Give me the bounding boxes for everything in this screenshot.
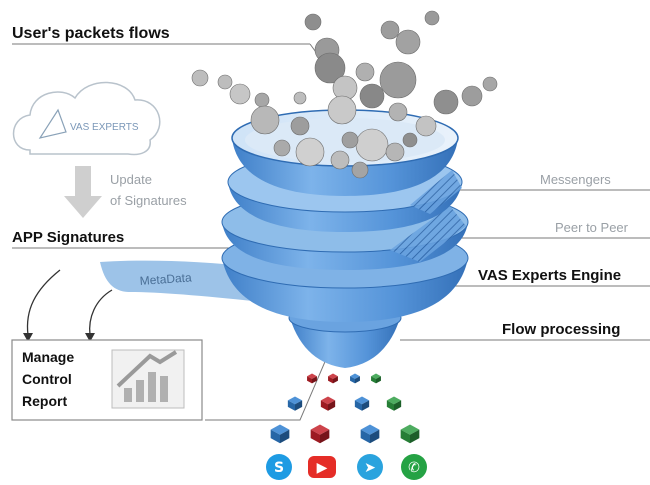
cloud-shape <box>12 81 161 156</box>
feedback-arrow-right <box>89 289 113 336</box>
flows-label: User's packets flows <box>12 25 170 42</box>
update-label-line1: Update <box>110 172 152 187</box>
telegram-icon: ➤ <box>357 454 383 480</box>
control-label: Control <box>22 371 72 387</box>
traffic-cube <box>400 424 420 444</box>
metadata-label: MetaData <box>139 270 192 288</box>
funnel <box>221 109 469 368</box>
traffic-cube <box>328 373 338 384</box>
app-icons-row: S ▶ ➤ ✆ <box>266 454 427 480</box>
traffic-cube <box>386 396 402 411</box>
traffic-cube <box>320 396 336 411</box>
feedback-arrows <box>23 269 113 342</box>
update-label-line2: of Signatures <box>110 193 187 208</box>
logo-text: VAS EXPERTS <box>70 122 139 133</box>
traffic-cube <box>307 373 317 384</box>
p2p-label: Peer to Peer <box>555 220 629 235</box>
messengers-slice <box>410 170 462 214</box>
traffic-cube <box>350 373 360 384</box>
messengers-label: Messengers <box>540 172 611 187</box>
packet-bubbles <box>191 10 498 179</box>
youtube-icon: ▶ <box>308 456 336 478</box>
report-connector <box>205 349 331 421</box>
traffic-cube <box>371 373 381 384</box>
p2p-slice <box>390 206 466 262</box>
traffic-cube <box>360 424 380 444</box>
svg-text:✆: ✆ <box>408 460 420 476</box>
traffic-cube <box>310 424 330 444</box>
svg-text:▶: ▶ <box>317 460 328 476</box>
svg-text:➤: ➤ <box>364 460 376 476</box>
vas-experts-cloud: VAS EXPERTS <box>12 81 161 156</box>
manage-report-box: Manage Control Report <box>11 339 203 421</box>
svg-text:S: S <box>274 460 284 476</box>
app-signatures-label: APP Signatures <box>12 229 124 246</box>
report-label: Report <box>22 393 67 409</box>
engine-label: VAS Experts Engine <box>478 267 621 284</box>
callout-lines <box>12 43 650 421</box>
manage-label: Manage <box>22 349 74 365</box>
report-chart-icon <box>111 349 185 409</box>
classified-traffic-cubes <box>270 373 420 444</box>
traffic-cube <box>354 396 370 411</box>
traffic-cube <box>287 396 303 411</box>
feedback-arrow-left <box>26 269 61 336</box>
skype-icon: S <box>266 454 292 480</box>
traffic-cube <box>270 424 290 444</box>
logo-mark <box>38 108 67 139</box>
flow-processing-label: Flow processing <box>502 321 620 338</box>
whatsapp-icon: ✆ <box>401 454 427 480</box>
update-arrow <box>64 166 102 218</box>
